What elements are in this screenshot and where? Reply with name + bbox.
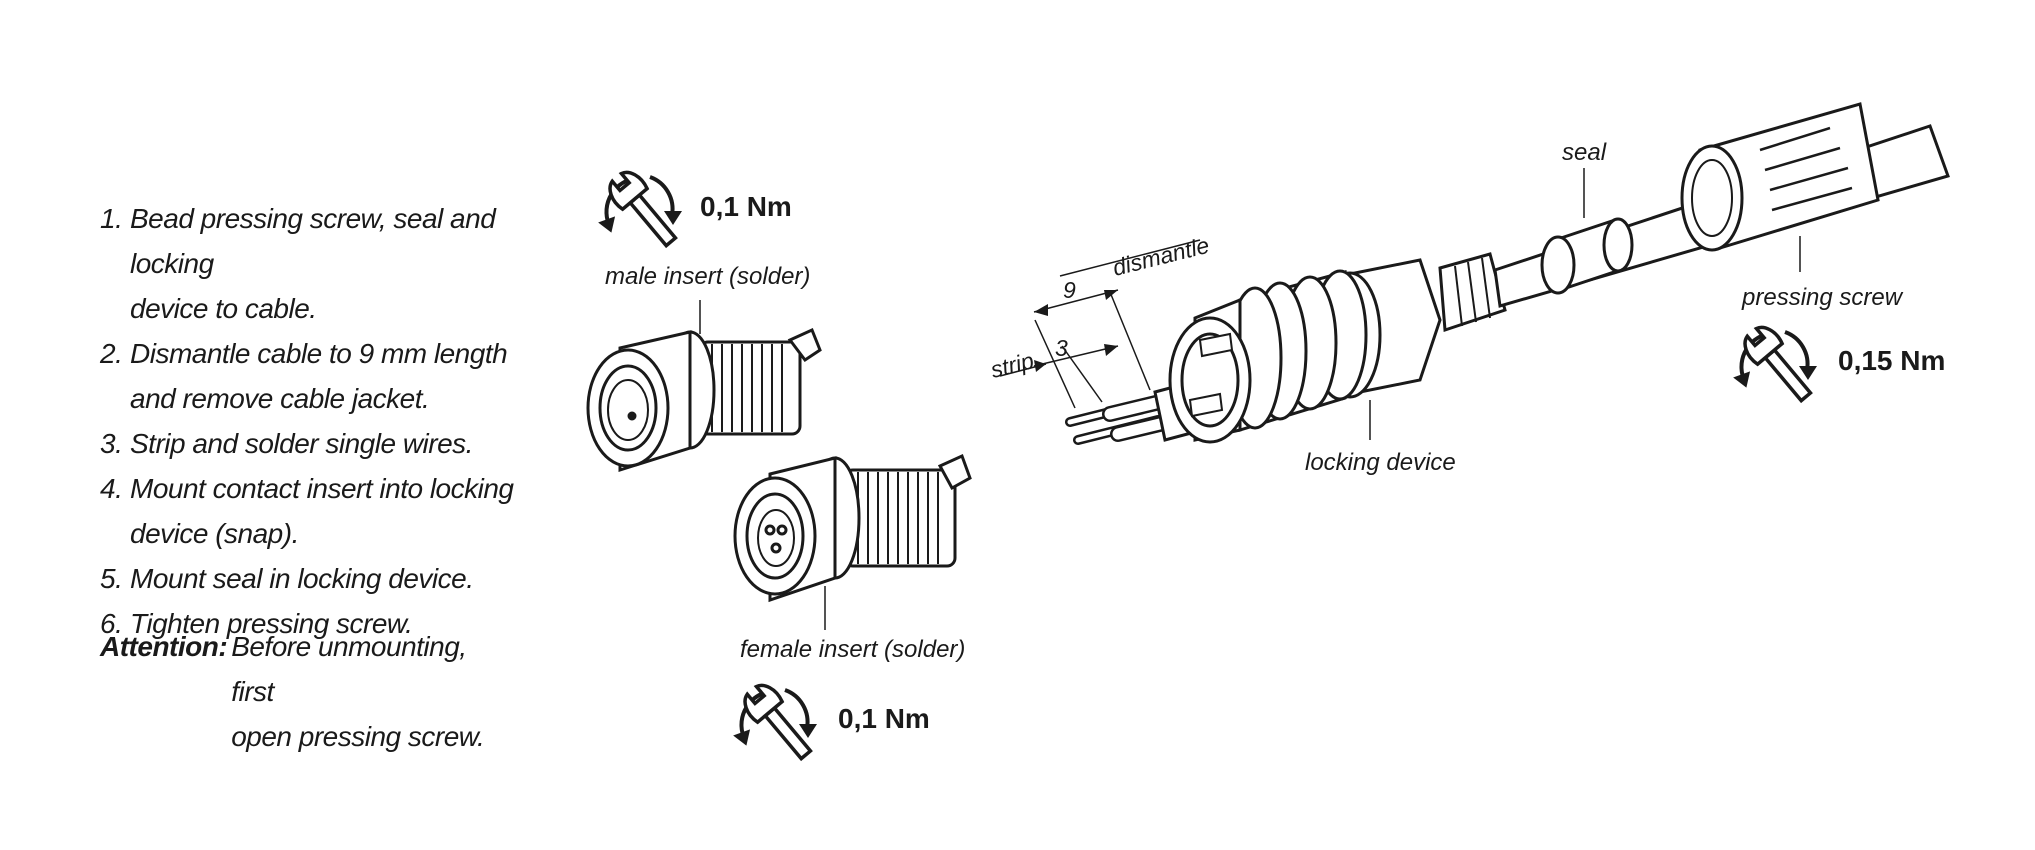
female-insert-drawing <box>733 453 972 603</box>
step-line: and remove cable jacket. <box>130 383 430 414</box>
dismantle-length: 9 <box>1063 277 1076 303</box>
male-insert-drawing <box>586 327 822 473</box>
step-number: 1. <box>100 203 123 234</box>
step-line: Strip and solder single wires. <box>130 428 473 459</box>
dismantle-label: dismantle <box>1110 232 1212 281</box>
step-line: Mount seal in locking device. <box>130 563 474 594</box>
attention-line: open pressing screw. <box>231 721 485 752</box>
attention-note: Attention:Before unmounting, first open p… <box>100 624 560 759</box>
seal-label: seal <box>1562 139 1607 166</box>
step-line: Bead pressing screw, seal and locking <box>130 203 496 279</box>
locking-device-drawing <box>1168 252 1507 444</box>
step-line: Mount contact insert into locking <box>130 473 514 504</box>
locking-device-label: locking device <box>1305 449 1456 476</box>
step-number: 4. <box>100 473 123 504</box>
pressing-screw-label: pressing screw <box>1741 284 1904 311</box>
male-torque-value: 0,1 Nm <box>700 191 792 222</box>
step-number: 5. <box>100 563 123 594</box>
step-line: device to cable. <box>130 293 317 324</box>
male-insert-label: male insert (solder) <box>605 263 810 290</box>
attention-body: Before unmounting, first open pressing sc… <box>231 624 501 759</box>
female-torque-value: 0,1 Nm <box>838 703 930 734</box>
step-line: device (snap). <box>130 518 299 549</box>
rear-cable-drawing <box>1493 102 1950 308</box>
strip-length: 3 <box>1055 335 1068 361</box>
assembly-instructions: 1. Bead pressing screw, seal and locking… <box>100 196 540 646</box>
step-4: 4. Mount contact insert into locking dev… <box>100 466 540 556</box>
female-insert-label: female insert (solder) <box>740 636 965 663</box>
step-number: 3. <box>100 428 123 459</box>
step-line: Dismantle cable to 9 mm length <box>130 338 508 369</box>
attention-line: Before unmounting, first <box>231 631 467 707</box>
step-number: 6. <box>100 608 123 639</box>
step-5: 5. Mount seal in locking device. <box>100 556 540 601</box>
pressing-screw-torque-value: 0,15 Nm <box>1838 345 1945 376</box>
step-1: 1. Bead pressing screw, seal and locking… <box>100 196 540 331</box>
wrench-rotate-icon <box>596 164 687 255</box>
wrench-rotate-icon <box>731 677 822 768</box>
step-2: 2. Dismantle cable to 9 mm length and re… <box>100 331 540 421</box>
attention-label: Attention: <box>100 631 228 662</box>
step-number: 2. <box>100 338 123 369</box>
step-line: Tighten pressing screw. <box>130 608 413 639</box>
wrench-rotate-icon <box>1731 319 1822 410</box>
step-3: 3. Strip and solder single wires. <box>100 421 540 466</box>
strip-label: strip <box>988 347 1037 383</box>
step-6: 6. Tighten pressing screw. <box>100 601 540 646</box>
